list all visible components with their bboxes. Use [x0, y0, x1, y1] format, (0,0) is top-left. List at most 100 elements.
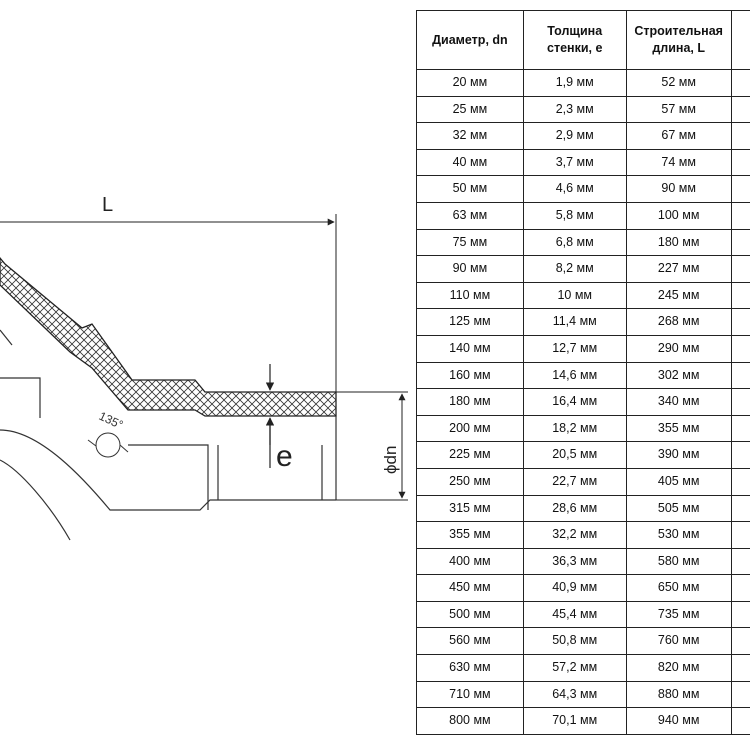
cell-wall-thickness: 36,3 мм — [522, 547, 627, 576]
header-wall-thickness: Толщина стенки, e — [522, 10, 627, 70]
cell-extra — [730, 175, 750, 203]
cell-length: 390 мм — [625, 441, 732, 469]
cell-length: 820 мм — [625, 654, 732, 682]
cell-extra — [730, 69, 750, 97]
cell-length: 340 мм — [625, 388, 732, 416]
cell-extra — [730, 361, 750, 390]
cell-wall-thickness: 6,8 мм — [522, 228, 627, 257]
cell-length: 580 мм — [625, 547, 732, 576]
cell-extra — [730, 467, 750, 496]
cell-length: 355 мм — [625, 414, 732, 443]
cell-extra — [730, 281, 750, 310]
cell-length: 530 мм — [625, 521, 732, 549]
cell-wall-thickness: 11,4 мм — [522, 308, 627, 336]
cell-length: 940 мм — [625, 707, 732, 735]
cell-extra — [730, 308, 750, 336]
cell-diameter: 500 мм — [416, 600, 524, 629]
cell-diameter: 630 мм — [416, 654, 524, 682]
cell-wall-thickness: 1,9 мм — [522, 69, 627, 97]
cell-extra — [730, 680, 750, 709]
label-dn: ϕdn — [381, 446, 400, 474]
label-e: e — [276, 440, 293, 473]
cell-extra — [730, 707, 750, 735]
cell-diameter: 200 мм — [416, 414, 524, 443]
cell-diameter: 560 мм — [416, 627, 524, 656]
table-header-row: Диаметр, dn Толщина стенки, e Строительн… — [416, 10, 750, 70]
cell-diameter: 315 мм — [416, 494, 524, 523]
cell-extra — [730, 494, 750, 523]
header-extra — [730, 10, 750, 70]
cell-wall-thickness: 8,2 мм — [522, 255, 627, 283]
cell-wall-thickness: 32,2 мм — [522, 521, 627, 549]
cell-length: 180 мм — [625, 228, 732, 257]
cell-extra — [730, 95, 750, 124]
elbow-wall-section — [0, 256, 337, 417]
cell-extra — [730, 255, 750, 283]
dimension-e: e — [265, 364, 293, 473]
cell-length: 290 мм — [625, 334, 732, 363]
cell-extra — [730, 414, 750, 443]
cell-diameter: 355 мм — [416, 521, 524, 549]
cell-wall-thickness: 12,7 мм — [522, 334, 627, 363]
dimension-dn: ϕdn — [336, 391, 408, 501]
cell-length: 505 мм — [625, 494, 732, 523]
cell-extra — [730, 201, 750, 230]
cell-diameter: 32 мм — [416, 122, 524, 150]
cell-extra — [730, 627, 750, 656]
cell-length: 227 мм — [625, 255, 732, 283]
cell-diameter: 25 мм — [416, 95, 524, 124]
cell-wall-thickness: 28,6 мм — [522, 494, 627, 523]
cell-wall-thickness: 22,7 мм — [522, 467, 627, 496]
cell-wall-thickness: 18,2 мм — [522, 414, 627, 443]
cell-extra — [730, 574, 750, 602]
dimension-L: L — [0, 194, 337, 392]
cell-diameter: 20 мм — [416, 69, 524, 97]
cell-wall-thickness: 16,4 мм — [522, 388, 627, 416]
cell-wall-thickness: 10 мм — [522, 281, 627, 310]
cell-wall-thickness: 2,9 мм — [522, 122, 627, 150]
cell-wall-thickness: 50,8 мм — [522, 627, 627, 656]
cell-diameter: 50 мм — [416, 175, 524, 203]
cell-length: 650 мм — [625, 574, 732, 602]
cell-length: 67 мм — [625, 122, 732, 150]
cell-length: 405 мм — [625, 467, 732, 496]
cell-diameter: 250 мм — [416, 467, 524, 496]
label-angle: 135° — [97, 409, 126, 432]
cell-length: 760 мм — [625, 627, 732, 656]
cell-length: 268 мм — [625, 308, 732, 336]
cell-diameter: 225 мм — [416, 441, 524, 469]
cell-extra — [730, 388, 750, 416]
cell-wall-thickness: 40,9 мм — [522, 574, 627, 602]
cell-extra — [730, 228, 750, 257]
cell-length: 52 мм — [625, 69, 732, 97]
cell-length: 90 мм — [625, 175, 732, 203]
cell-length: 74 мм — [625, 148, 732, 177]
cell-wall-thickness: 4,6 мм — [522, 175, 627, 203]
cell-extra — [730, 148, 750, 177]
cell-diameter: 63 мм — [416, 201, 524, 230]
cell-wall-thickness: 5,8 мм — [522, 201, 627, 230]
cell-diameter: 40 мм — [416, 148, 524, 177]
cell-diameter: 400 мм — [416, 547, 524, 576]
cell-diameter: 160 мм — [416, 361, 524, 390]
